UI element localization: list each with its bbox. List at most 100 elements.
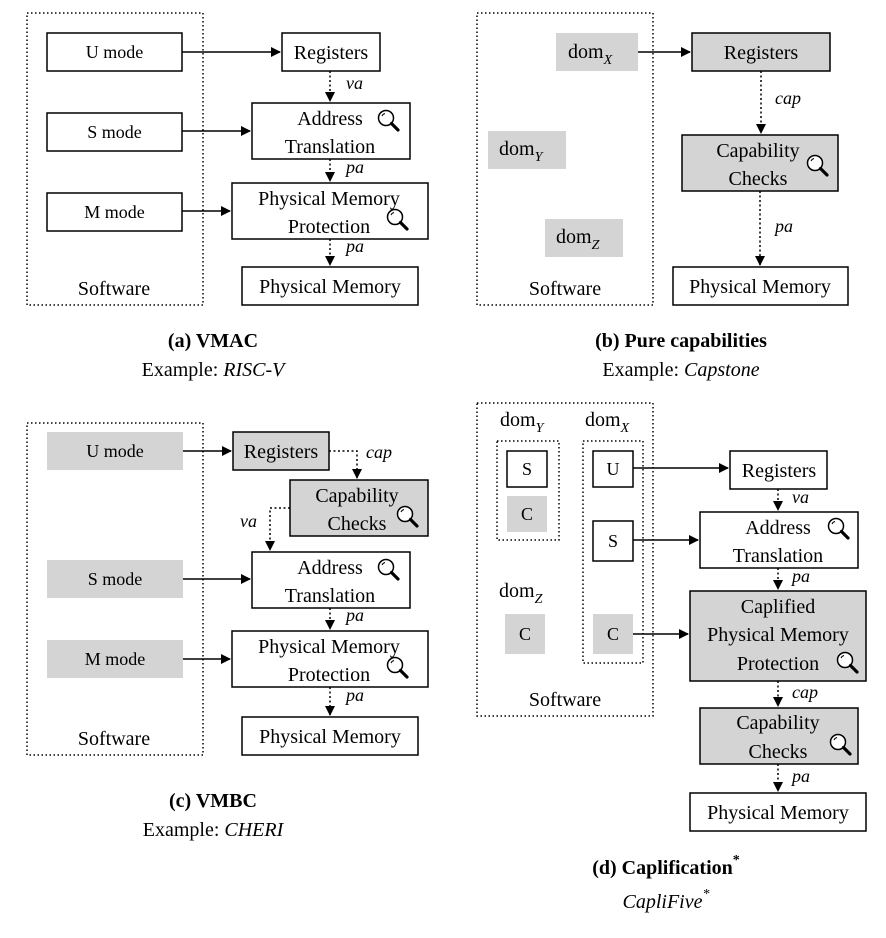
caption-b-title: (b) Pure capabilities	[595, 330, 767, 352]
physical-memory-label: Physical Memory	[707, 802, 849, 824]
registers-label: Registers	[294, 42, 369, 64]
pa-label: pa	[344, 605, 364, 625]
caption-d-title: (d) Caplification*	[592, 853, 740, 879]
capability-label: Capability	[736, 712, 819, 734]
capability-checks-box	[699, 707, 859, 765]
physical-memory-box	[672, 266, 849, 306]
caplified-pmp-box	[689, 590, 867, 682]
s-mode-label: S mode	[87, 122, 142, 142]
pmp-label-1: Physical Memory	[258, 636, 400, 658]
m-mode-box	[47, 640, 183, 678]
c-label: C	[519, 624, 531, 644]
dom-x-label: domX	[568, 41, 613, 68]
physical-memory-box	[241, 266, 419, 306]
checks-label: Checks	[749, 741, 808, 763]
pmp-label-2: Protection	[737, 653, 819, 675]
pmp-label-1: Physical Memory	[707, 624, 849, 646]
c-label: C	[521, 504, 533, 524]
software-label: Software	[529, 689, 601, 711]
translation-label: Translation	[733, 545, 823, 567]
dom-y-group	[496, 440, 560, 541]
dom-z-box	[545, 219, 623, 257]
translation-label: Translation	[285, 585, 375, 607]
cap-label: cap	[775, 88, 801, 108]
panel-d-caplification: domY S C domX U S C domZ C Software Regi…	[476, 402, 867, 913]
arrow-registers-to-checks	[329, 450, 362, 479]
cap-label: cap	[792, 682, 818, 702]
pa-label: pa	[344, 685, 364, 705]
registers-box	[281, 32, 381, 72]
dom-y-label: domY	[500, 409, 546, 436]
pa-label: pa	[344, 236, 364, 256]
registers-box	[729, 450, 828, 490]
address-label: Address	[745, 517, 811, 539]
address-label: Address	[297, 557, 363, 579]
c-label: C	[607, 624, 619, 644]
m-mode-label: M mode	[84, 202, 145, 222]
cap-label: cap	[366, 442, 392, 462]
dom-x-label: domX	[585, 409, 630, 436]
dom-x-group	[582, 440, 644, 664]
u-mode-label: U mode	[86, 441, 144, 461]
u-mode-label: U mode	[86, 42, 144, 62]
pmp-label-2: Protection	[288, 216, 370, 238]
u-box	[592, 450, 634, 488]
m-mode-label: M mode	[85, 649, 146, 669]
registers-box	[691, 32, 831, 72]
c-box	[505, 614, 545, 654]
pmp-label-1: Physical Memory	[258, 188, 400, 210]
s-mode-box	[46, 112, 183, 152]
caption-c-title: (c) VMBC	[169, 790, 257, 812]
caption-d-example: CapliFive*	[623, 887, 710, 913]
dom-z-label: domZ	[556, 226, 600, 253]
s-label: S	[608, 531, 618, 551]
pa-label: pa	[790, 566, 810, 586]
pa-label: pa	[773, 216, 793, 236]
capability-label: Capability	[315, 485, 398, 507]
software-container	[26, 12, 204, 306]
checks-label: Checks	[328, 513, 387, 535]
c-box	[593, 614, 633, 654]
arrow-checks-to-translation	[265, 507, 290, 551]
software-container	[26, 422, 204, 756]
registers-label: Registers	[244, 441, 319, 463]
translation-label: Translation	[285, 136, 375, 158]
registers-box	[232, 431, 330, 471]
software-label: Software	[529, 278, 601, 300]
physical-memory-label: Physical Memory	[259, 276, 401, 298]
registers-label: Registers	[724, 42, 799, 64]
dom-x-box	[556, 33, 638, 71]
dom-z-label: domZ	[499, 580, 543, 607]
va-label: va	[792, 487, 809, 507]
dom-y-box	[488, 131, 566, 169]
va-label: va	[346, 73, 363, 93]
software-label: Software	[78, 728, 150, 750]
registers-label: Registers	[742, 460, 817, 482]
software-container	[476, 12, 654, 306]
dom-y-label: domY	[499, 138, 545, 165]
address-label: Address	[297, 108, 363, 130]
c-box	[507, 496, 547, 532]
s-mode-box	[47, 560, 183, 598]
software-container	[476, 402, 654, 717]
s-label: S	[522, 459, 532, 479]
physical-memory-box	[689, 792, 867, 832]
caption-a-example: Example: RISC-V	[142, 359, 288, 381]
software-label: Software	[78, 278, 150, 300]
caption-a-title: (a) VMAC	[168, 330, 258, 352]
s-box	[592, 520, 634, 562]
m-mode-box	[46, 192, 183, 232]
panel-c-vmbc: U mode S mode M mode Software Registers …	[26, 422, 429, 841]
s-box	[506, 450, 548, 488]
pa-label: pa	[344, 157, 364, 177]
physical-memory-box	[241, 716, 419, 756]
physical-memory-label: Physical Memory	[689, 276, 831, 298]
u-mode-box	[46, 32, 183, 72]
u-mode-box	[47, 432, 183, 470]
caption-b-example: Example: Capstone	[602, 359, 759, 381]
pa-label: pa	[790, 766, 810, 786]
u-label: U	[607, 459, 620, 479]
pmp-label-2: Protection	[288, 664, 370, 686]
caplified-label: Caplified	[741, 596, 815, 618]
